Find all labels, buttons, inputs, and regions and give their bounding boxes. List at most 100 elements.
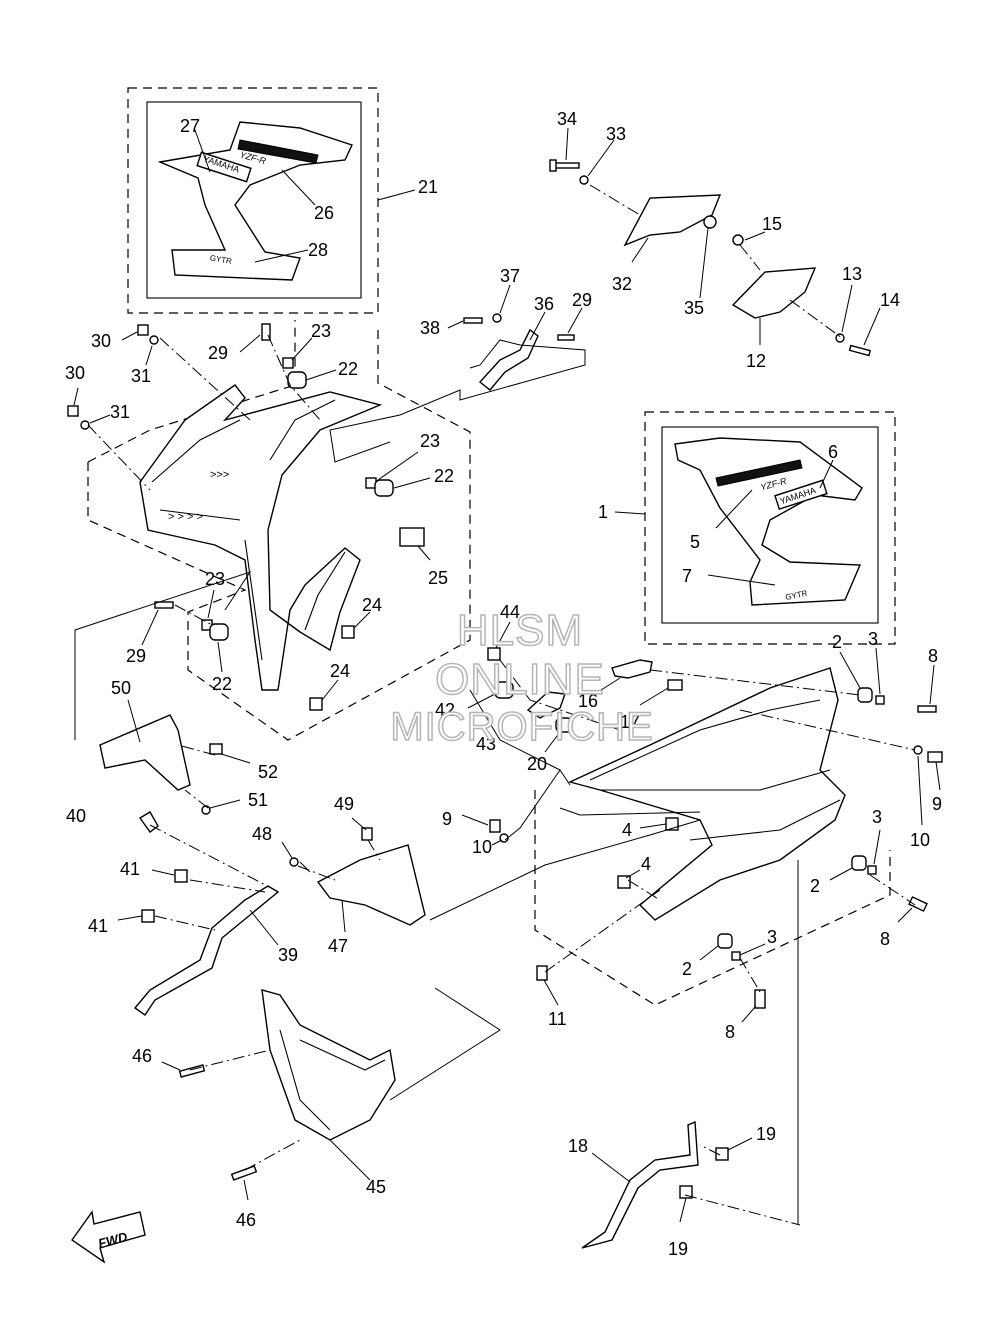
callout-27: 27 [180,116,200,136]
bolt-29a [557,307,583,341]
grommet-22a [287,369,337,389]
clip-24b [309,679,339,711]
bolt-29c [141,601,174,646]
decal-gytr-text: GYTR [209,253,233,266]
callout-4: 4 [641,854,651,874]
bolt-41b [117,909,155,923]
bolt-44 [487,621,511,661]
grommet-20 [544,717,573,753]
callout-39: 39 [278,945,298,965]
callout-3: 3 [767,927,777,947]
callout-5: 5 [690,532,700,552]
bolt-8a [917,664,937,713]
callout-8: 8 [725,1022,735,1042]
cowling-marking-2: > > > > [168,511,203,523]
callout-10: 10 [472,837,492,857]
callout-22: 22 [338,359,358,379]
decal-kit-21-box: YAMAHA YZF-R GYTR [127,87,416,314]
callout-13: 13 [842,264,862,284]
bolt-29b [239,323,271,353]
callout-2: 2 [810,876,820,896]
callout-labels: 1 2 2 2 3 3 3 4 4 5 6 7 8 8 8 9 9 10 10 … [65,109,942,1259]
washer-31b [80,414,111,430]
callout-15: 15 [762,214,782,234]
callout-37: 37 [500,266,520,286]
callout-3: 3 [872,807,882,827]
bracket-50 [99,699,251,809]
grommet-2b [829,855,867,881]
callout-4: 4 [622,820,632,840]
clip-4b [617,869,641,889]
callout-21: 21 [418,177,438,197]
bolt-19a [715,1137,753,1161]
callout-10: 10 [910,830,930,850]
callout-7: 7 [682,566,692,586]
nut-23a [282,337,313,369]
bolt-9b [461,814,501,833]
under-cowl-45 [261,989,396,1181]
watermark-line-3: MICROFICHE [390,704,654,750]
bolt-8b [897,896,928,923]
stay-18 [581,1120,699,1249]
callout-12: 12 [746,351,766,371]
collar-3a [875,647,885,705]
bolt-19b [679,1185,693,1223]
clip-24a [341,611,371,639]
fwd-arrow-icon: FWD [71,1210,146,1264]
alignment-lines [74,184,916,1226]
callout-31: 31 [110,402,130,422]
grommet-42 [467,681,514,709]
callout-2: 2 [682,959,692,979]
callout-8: 8 [880,929,890,949]
callout-43: 43 [476,734,496,754]
callout-8: 8 [928,646,938,666]
callout-23: 23 [420,431,440,451]
callout-9: 9 [932,794,942,814]
callout-34: 34 [557,109,577,129]
callout-19: 19 [756,1124,776,1144]
bolt-30a [121,324,149,341]
callout-51: 51 [248,790,268,810]
collar-3c [731,943,766,961]
grommet-22c [209,623,229,673]
callout-24: 24 [362,595,382,615]
callout-14: 14 [880,290,900,310]
callout-32: 32 [612,274,632,294]
callout-44: 44 [500,602,520,622]
washer-37 [492,284,511,323]
callout-50: 50 [111,678,131,698]
callout-36: 36 [534,294,554,314]
callout-42: 42 [435,700,455,720]
stay-36 [478,311,546,391]
callout-30: 30 [91,331,111,351]
callout-29: 29 [208,343,228,363]
washer-33 [579,139,615,185]
bolt-46b [230,1165,258,1201]
nut-23c [201,589,215,631]
bolt-11 [536,965,559,1006]
grommet-35 [699,215,717,299]
washer-51 [201,805,211,815]
collar-3b [867,829,881,875]
grommet-22b [374,477,431,497]
callout-45: 45 [366,1177,386,1197]
callout-16: 16 [578,691,598,711]
watermark-line-1: HLSM [456,605,584,656]
bolt-9a [927,751,943,791]
callout-33: 33 [606,124,626,144]
callout-40: 40 [66,806,86,826]
grommet-2a [839,651,873,703]
bolt-8c [741,989,766,1023]
duct-12 [731,267,817,345]
bolt-41a [151,869,188,883]
bolt-14 [848,307,881,357]
callout-48: 48 [252,824,272,844]
callout-1: 1 [598,502,608,522]
decal-kit-1-box: YAMAHA YZF-R GYTR [614,411,896,645]
callout-38: 38 [420,318,440,338]
bolt-52 [209,743,223,755]
bracket-47 [299,844,426,933]
bolt-46a [161,1061,206,1078]
cowling-marking: >>> [210,469,229,481]
